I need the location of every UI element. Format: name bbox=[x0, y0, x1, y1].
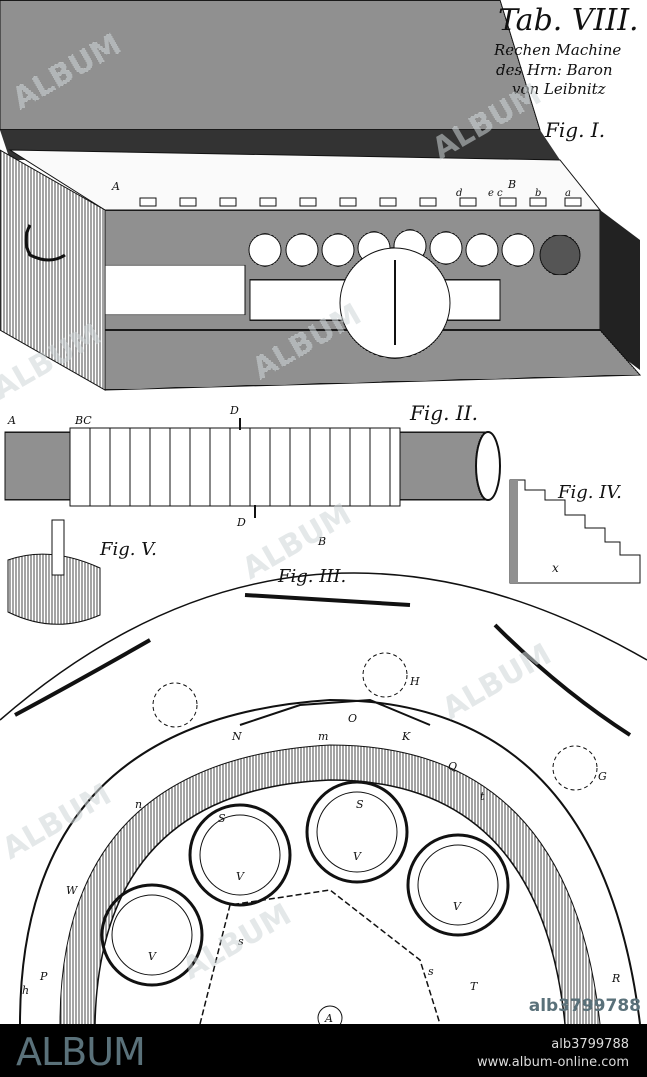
fig1-letter: d bbox=[456, 188, 462, 199]
fig2-stepped-drum bbox=[4, 418, 501, 518]
fig3-letter: n bbox=[135, 798, 142, 811]
fig3-letter: V bbox=[236, 870, 245, 883]
plate-subtitle-3: von Leibnitz bbox=[512, 80, 606, 98]
fig3-letter: V bbox=[353, 850, 362, 863]
fig3-letter: K bbox=[401, 730, 411, 743]
fig3-letter: A bbox=[324, 1012, 333, 1024]
fig3-letter: G bbox=[598, 770, 607, 783]
engraving-plate: Tab. VIII. Rechen Machine des Hrn: Baron… bbox=[0, 0, 647, 1024]
fig2-letter: D bbox=[236, 516, 246, 529]
fig1-machine bbox=[0, 0, 642, 391]
fig3-letter: m bbox=[318, 730, 328, 743]
fig3-letter: s bbox=[238, 935, 244, 948]
fig2-letter: D bbox=[229, 404, 239, 417]
fig3-letter: P bbox=[39, 970, 48, 983]
watermark-image-id: alb3799788 bbox=[528, 996, 641, 1016]
fig3-letter: N bbox=[231, 730, 242, 743]
fig3-letter: h bbox=[22, 984, 29, 997]
fig3-letter: O bbox=[348, 712, 357, 725]
fig3-letter: W bbox=[66, 884, 79, 897]
fig3-label: Fig. III. bbox=[277, 566, 346, 587]
footer-image-id: alb3799788 bbox=[551, 1037, 629, 1052]
footer-bar: ALBUM alb3799788 www.album-online.com bbox=[0, 1024, 647, 1077]
fig4-steps bbox=[509, 479, 641, 584]
fig3-letter: V bbox=[453, 900, 462, 913]
plate-subtitle-1: Rechen Machine bbox=[493, 41, 621, 59]
fig3-letter: H bbox=[409, 675, 420, 688]
fig5-part bbox=[7, 519, 101, 625]
fig3-letter: T bbox=[470, 980, 479, 993]
fig1-label: Fig. I. bbox=[544, 118, 605, 142]
fig1-letter: e bbox=[488, 188, 494, 199]
fig3-letter: Q bbox=[448, 760, 457, 773]
fig1-letter: A bbox=[111, 180, 120, 193]
fig2-letter: BC bbox=[74, 414, 92, 427]
footer-info: alb3799788 www.album-online.com bbox=[477, 1036, 629, 1072]
footer-url[interactable]: www.album-online.com bbox=[476, 1055, 629, 1070]
fig3-letter: t bbox=[480, 790, 485, 803]
fig3-letter: s bbox=[428, 965, 434, 978]
fig1-letter: a bbox=[565, 188, 571, 199]
fig1-letter: b bbox=[535, 188, 541, 199]
fig3-letter: S bbox=[356, 798, 364, 811]
plate-title: Tab. VIII. bbox=[498, 3, 639, 38]
fig5-label: Fig. V. bbox=[99, 539, 157, 560]
album-logo[interactable]: ALBUM bbox=[16, 1030, 146, 1074]
fig1-letter: c bbox=[497, 188, 503, 199]
plate-subtitle-2: des Hrn: Baron bbox=[496, 61, 613, 79]
fig3-wheel-mechanism bbox=[0, 572, 647, 1024]
fig4-label: Fig. IV. bbox=[557, 482, 622, 503]
svg-text:ALBUM: ALBUM bbox=[437, 637, 558, 727]
fig3-letter: R bbox=[611, 972, 620, 985]
fig4-letter: x bbox=[552, 561, 559, 575]
fig2-letter: A bbox=[7, 414, 16, 427]
fig3-letter: S bbox=[218, 812, 226, 825]
fig1-letter: B bbox=[507, 178, 516, 191]
fig3-letter: B bbox=[317, 535, 326, 548]
fig3-letter: V bbox=[148, 950, 157, 963]
fig2-label: Fig. II. bbox=[409, 401, 478, 425]
